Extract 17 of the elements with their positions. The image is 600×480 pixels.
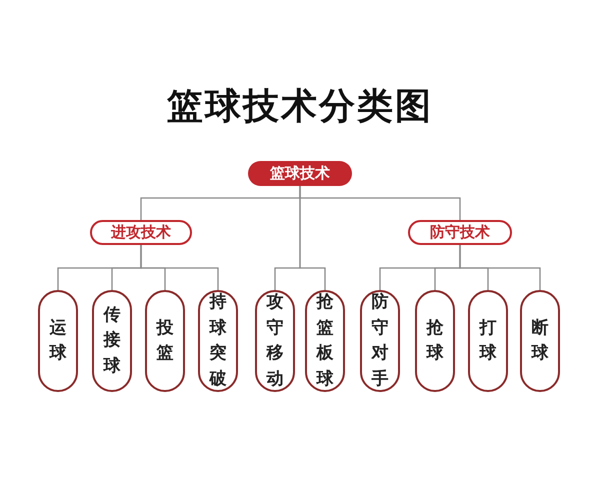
technique-pill: 投篮 bbox=[145, 290, 185, 392]
technique-pill: 攻守移动 bbox=[255, 290, 295, 392]
root-pill: 篮球技术 bbox=[248, 161, 352, 186]
diagram-title: 篮球技术分类图 bbox=[166, 85, 434, 129]
category-pill: 进攻技术 bbox=[90, 220, 192, 245]
technique-pill: 传接球 bbox=[92, 290, 132, 392]
category-pill: 防守技术 bbox=[408, 220, 512, 245]
technique-pill: 打球 bbox=[468, 290, 508, 392]
technique-pill: 防守对手 bbox=[360, 290, 400, 392]
connector-line bbox=[459, 245, 541, 290]
technique-pill: 抢篮板球 bbox=[305, 290, 345, 392]
technique-pill: 抢球 bbox=[415, 290, 455, 392]
technique-pill: 断球 bbox=[520, 290, 560, 392]
connector-line bbox=[299, 186, 326, 290]
connector-line bbox=[140, 245, 219, 290]
technique-pill: 运球 bbox=[38, 290, 78, 392]
technique-pill: 持球突破 bbox=[198, 290, 238, 392]
